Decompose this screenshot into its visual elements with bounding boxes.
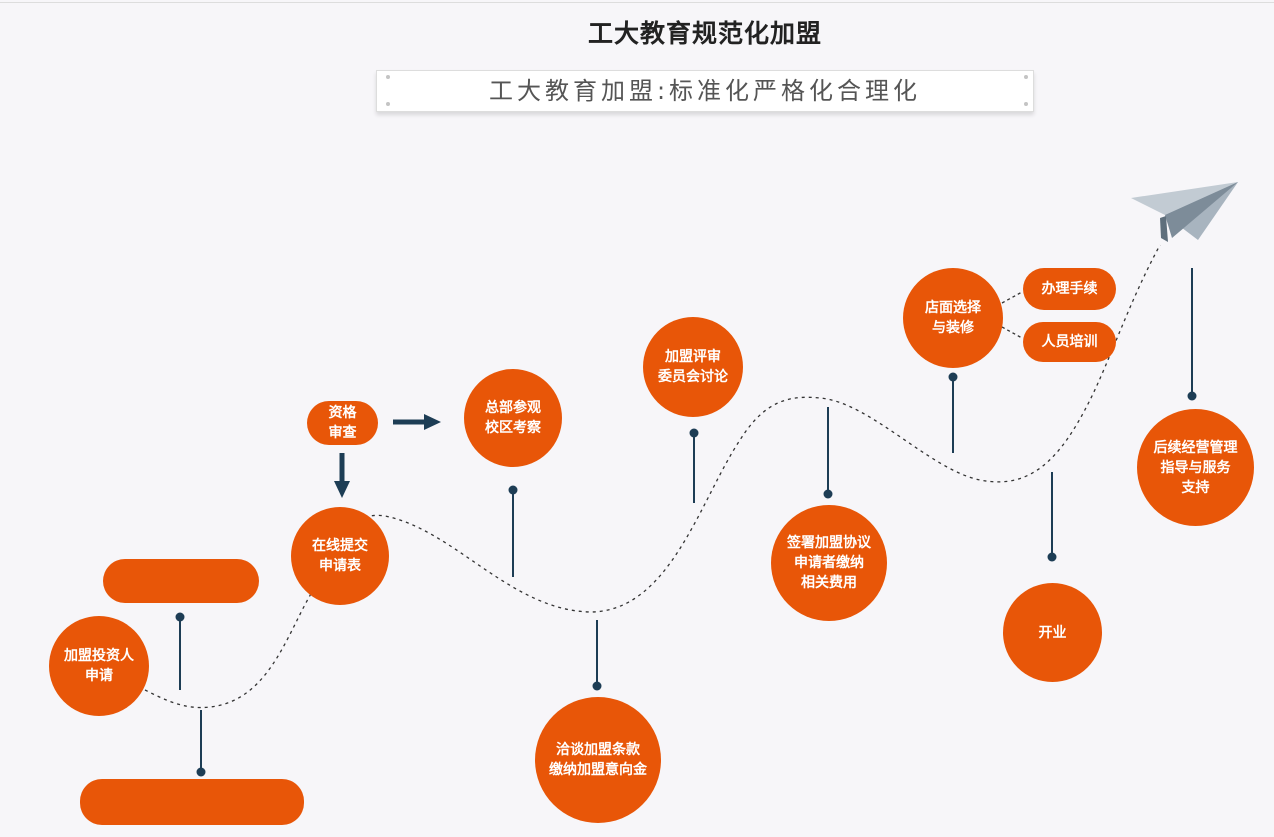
connector-dot <box>948 372 958 382</box>
subtitle-banner: 工大教育加盟:标准化严格化合理化 <box>376 70 1034 112</box>
step-investor-apply: 加盟投资人 申请 <box>49 616 149 716</box>
blank-placeholder-pill <box>103 559 259 603</box>
step-store-selection: 店面选择 与装修 <box>903 268 1003 368</box>
step-ongoing-support: 后续经营管理 指导与服务 支持 <box>1137 409 1254 526</box>
blank-placeholder-pill <box>80 779 304 825</box>
connector-dot <box>689 428 699 438</box>
arrow-right-icon <box>393 414 441 430</box>
banner-pin <box>1024 102 1028 106</box>
connector-dot <box>823 489 833 499</box>
connector-dot <box>1187 391 1197 401</box>
banner-pin <box>386 75 390 79</box>
step-qualification: 资格 审查 <box>307 401 378 445</box>
step-committee: 加盟评审 委员会讨论 <box>643 317 743 417</box>
step-procedures: 办理手续 <box>1023 268 1116 310</box>
connector-dot <box>508 485 518 495</box>
step-online-submit: 在线提交 申请表 <box>291 507 389 605</box>
connector-dot <box>196 767 206 777</box>
top-divider <box>0 2 1274 3</box>
banner-pin <box>386 102 390 106</box>
step-hq-visit: 总部参观 校区考察 <box>464 369 562 467</box>
step-opening: 开业 <box>1003 583 1102 682</box>
subtitle: 工大教育加盟:标准化严格化合理化 <box>488 77 922 105</box>
page-title: 工大教育规范化加盟 <box>587 19 822 48</box>
paper-plane-icon <box>1131 182 1238 242</box>
connector-dot <box>1047 552 1057 562</box>
step-training: 人员培训 <box>1023 322 1116 362</box>
dotted-flow-path <box>144 244 1161 709</box>
connector-dot <box>592 681 602 691</box>
step-sign-agreement: 签署加盟协议 申请者缴纳 相关费用 <box>771 505 887 621</box>
branch-line <box>1001 291 1023 304</box>
banner-pin <box>1024 75 1028 79</box>
step-negotiate: 洽谈加盟条款 缴纳加盟意向金 <box>535 697 661 823</box>
connector-dot <box>175 612 185 622</box>
branch-line <box>1001 326 1023 339</box>
arrow-down-icon <box>334 453 350 498</box>
